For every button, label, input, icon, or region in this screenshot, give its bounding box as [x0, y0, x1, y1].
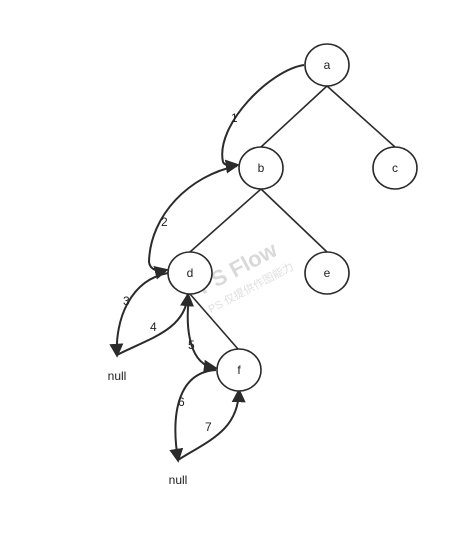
- edge-a-c: [326, 85, 396, 148]
- node-a: a: [304, 43, 350, 87]
- tree-edges: [189, 85, 396, 350]
- node-e-label: e: [324, 266, 331, 280]
- arrow-step-3: [109, 272, 169, 358]
- node-c-label: c: [392, 161, 398, 175]
- node-e: e: [304, 251, 350, 295]
- node-f-circle: [216, 348, 262, 392]
- step-label-2: 2: [161, 215, 168, 229]
- arrow-step-1: [221, 64, 305, 174]
- step-label-7: 7: [205, 420, 212, 434]
- step-label-6: 6: [178, 395, 185, 409]
- arrow-step-7: [177, 388, 246, 461]
- arrow-step-4: [116, 292, 195, 356]
- node-c-circle: [372, 146, 418, 190]
- node-d-circle: [167, 251, 213, 295]
- step-label-3: 3: [123, 294, 130, 308]
- edge-b-d: [189, 188, 262, 253]
- node-a-label: a: [324, 58, 331, 72]
- step-label-5: 5: [188, 338, 195, 352]
- traversal-arrows: [109, 64, 305, 463]
- node-d: d: [167, 251, 213, 295]
- step-label-1: 1: [231, 111, 238, 125]
- arrow-step-6: [169, 369, 217, 463]
- node-f-label: f: [237, 363, 241, 377]
- edge-d-f: [189, 293, 239, 350]
- node-b-label: b: [258, 161, 265, 175]
- arrow-step-2: [147, 165, 238, 280]
- node-b: b: [238, 146, 284, 190]
- arrow-step-5: [186, 296, 218, 374]
- node-a-circle: [304, 43, 350, 87]
- null-label-1: null: [108, 369, 127, 383]
- step-labels: 1 2 3 4 5 6 7: [123, 111, 238, 434]
- step-label-4: 4: [150, 320, 157, 334]
- node-e-circle: [304, 251, 350, 295]
- node-b-circle: [238, 146, 284, 190]
- node-c: c: [372, 146, 418, 190]
- edge-b-e: [260, 188, 328, 253]
- node-f: f: [216, 348, 262, 392]
- node-d-label: d: [187, 266, 194, 280]
- null-label-2: null: [169, 473, 188, 487]
- edge-a-b: [260, 85, 328, 148]
